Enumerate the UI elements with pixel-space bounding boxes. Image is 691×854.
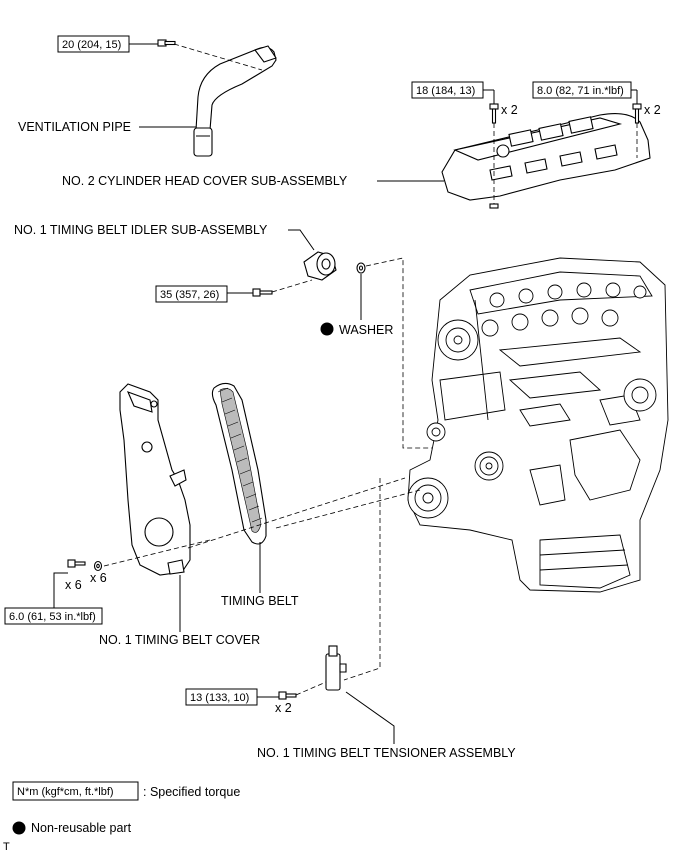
label-ventilation-pipe: VENTILATION PIPE [18, 120, 131, 134]
torque-cover: 6.0 (61, 53 in.*lbf) [9, 611, 96, 623]
label-tensioner: NO. 1 TIMING BELT TENSIONER ASSEMBLY [257, 746, 516, 760]
label-cylinder-head-cover: NO. 2 CYLINDER HEAD COVER SUB-ASSEMBLY [62, 174, 348, 188]
nonreusable-marker-washer [320, 322, 334, 336]
label-washer: WASHER [339, 323, 393, 337]
timing-belt-cover-drawing [119, 383, 191, 576]
qty-head-cover-bolt: x 2 [501, 103, 518, 117]
torque-box-vent-pipe [57, 35, 130, 53]
label-idler: NO. 1 TIMING BELT IDLER SUB-ASSEMBLY [14, 223, 268, 237]
cover-washer-icon [93, 560, 103, 572]
timing-belt-drawing [211, 382, 267, 545]
washer-icon [356, 262, 366, 274]
ventilation-pipe-drawing [193, 45, 277, 157]
qty-tensioner-bolt: x 2 [275, 701, 292, 715]
legend-torque-box [12, 781, 139, 801]
head-cover-bolt-icon [489, 103, 499, 124]
legend-nonreusable-text: Non-reusable part [31, 821, 132, 835]
idler-drawing [303, 251, 337, 281]
torque-box-idler [155, 285, 228, 303]
torque-head-cover-bolt: 18 (184, 13) [416, 85, 475, 97]
label-timing-belt: TIMING BELT [221, 594, 299, 608]
vent-pipe-bolt-icon [157, 39, 176, 47]
torque-tensioner: 13 (133, 10) [190, 692, 249, 704]
legend-nonreusable-marker [12, 821, 26, 835]
engine-drawing [407, 257, 669, 593]
tensioner-bolt-icon [278, 691, 297, 700]
cover-bolt-icon [67, 559, 86, 568]
qty-cover-washer: x 6 [90, 571, 107, 585]
torque-vent-pipe: 20 (204, 15) [62, 39, 121, 51]
torque-head-cover-stud: 8.0 (82, 71 in.*lbf) [537, 85, 624, 97]
footer-mark: T [3, 841, 10, 853]
qty-cover-bolt: x 6 [65, 578, 82, 592]
qty-head-cover-stud: x 2 [644, 103, 661, 117]
tensioner-drawing [325, 645, 347, 691]
legend-torque-box-text: N*m (kgf*cm, ft.*lbf) [17, 786, 114, 798]
idler-bolt-icon [252, 288, 273, 297]
legend-torque-text: : Specified torque [143, 785, 240, 799]
torque-idler: 35 (357, 26) [160, 289, 219, 301]
cylinder-head-cover-drawing [441, 113, 651, 201]
label-timing-belt-cover: NO. 1 TIMING BELT COVER [99, 633, 260, 647]
